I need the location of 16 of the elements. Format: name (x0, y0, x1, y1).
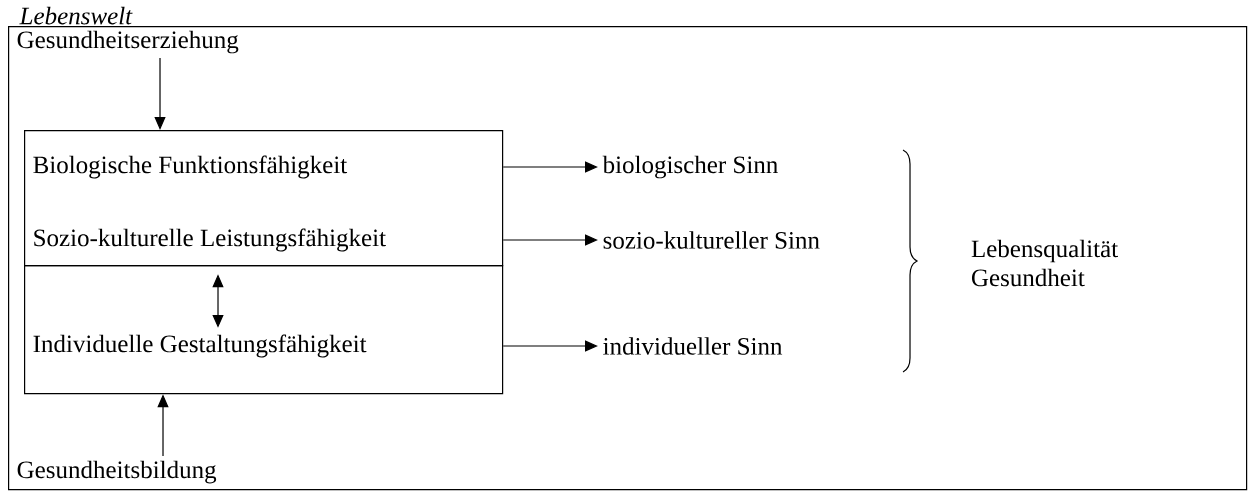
section-box (24, 265, 504, 395)
label-text: Individuelle Gestaltungsfähigkeit (33, 334, 367, 358)
label-text: sozio-kultureller Sinn (603, 231, 820, 249)
node-label: Lebenswelt (19, 6, 133, 25)
label-text: Sozio-kulturelle Leistungsfähigkeit (34, 228, 386, 252)
side-label: Lebensqualität Gesundheit (971, 239, 1118, 287)
arrow (502, 234, 598, 246)
label-text: Biologische Funktionsfähigkeit (33, 155, 348, 179)
section-box (24, 130, 504, 267)
arrow (502, 161, 598, 173)
label-text: Gesundheitsbildung (17, 460, 217, 484)
label-text: Gesundheitserziehung (17, 30, 239, 54)
arrow (502, 340, 598, 352)
arrow (154, 57, 166, 130)
label-text: individueller Sinn (603, 337, 783, 355)
label-text: biologischer Sinn (602, 155, 778, 179)
